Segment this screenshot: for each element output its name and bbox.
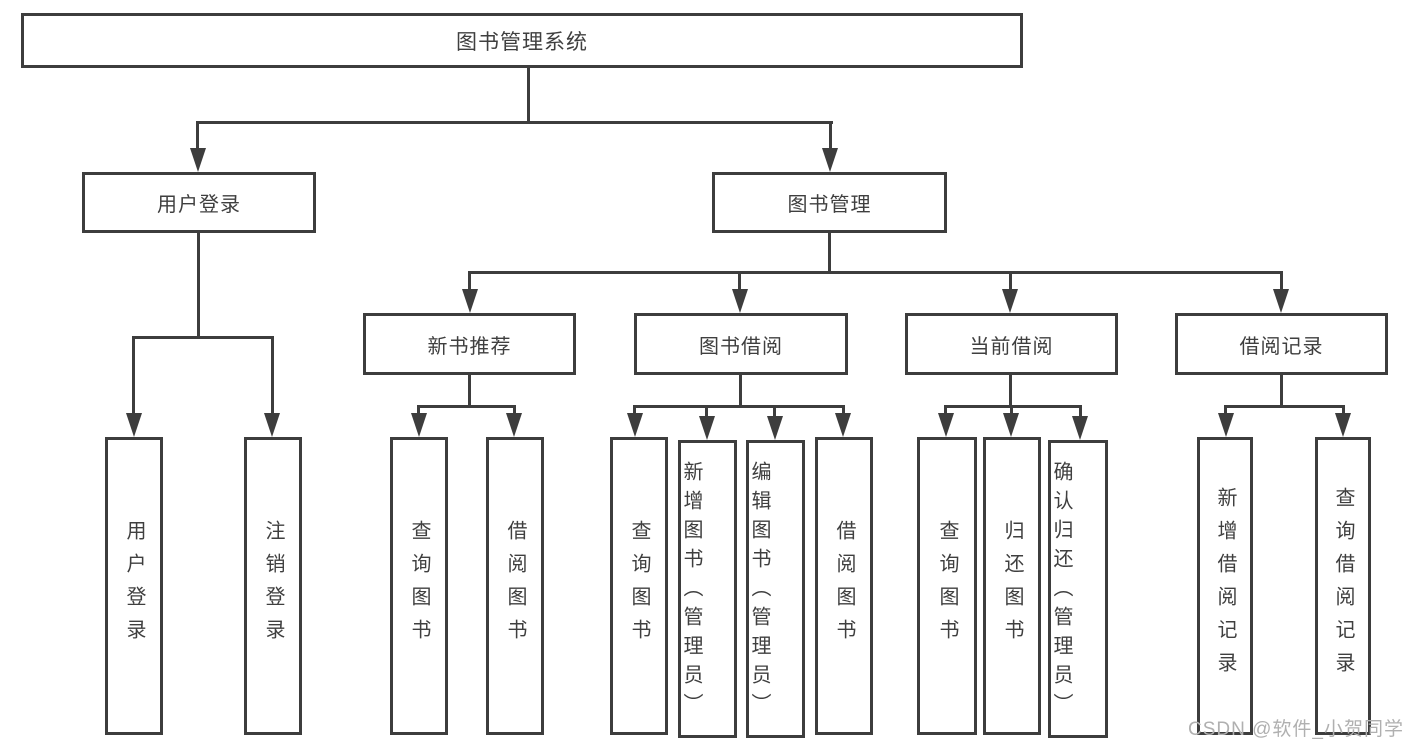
connector-line <box>739 375 742 408</box>
node-new-book-rec-label: 新书推荐 <box>427 335 512 358</box>
node-current-borrow: 当前借阅 <box>905 313 1118 375</box>
node-user-login: 用户登录 <box>82 172 316 233</box>
node-leaf-query-book-2: 查询图书 <box>610 437 668 735</box>
connector-line <box>513 405 516 417</box>
node-borrow-records: 借阅记录 <box>1175 313 1388 375</box>
arrow-down-icon <box>1002 289 1018 313</box>
node-current-borrow-label: 当前借阅 <box>969 335 1054 358</box>
connector-line <box>1342 405 1345 417</box>
connector-line <box>417 405 420 417</box>
arrow-down-icon <box>506 413 522 437</box>
node-leaf-add-borrow-record: 新增借阅记录 <box>1197 437 1253 735</box>
connector-line <box>705 405 708 417</box>
connector-line <box>1010 405 1013 417</box>
node-leaf-user-login-label: 用户登录 <box>123 520 145 652</box>
connector-line <box>468 375 471 408</box>
node-leaf-query-book-2-label: 查询图书 <box>628 520 650 652</box>
arrow-down-icon <box>1335 413 1351 437</box>
arrow-down-icon <box>938 413 954 437</box>
connector-line <box>132 336 135 416</box>
connector-line <box>773 405 776 417</box>
node-user-login-label: 用户登录 <box>157 194 241 216</box>
node-leaf-user-login: 用户登录 <box>105 437 163 735</box>
node-leaf-add-book-label: 新增图书（管理员） <box>680 461 702 722</box>
arrow-down-icon <box>822 148 838 172</box>
node-borrow-records-label: 借阅记录 <box>1239 335 1324 358</box>
node-book-mgmt-label: 图书管理 <box>787 194 872 216</box>
node-leaf-confirm-return-label: 确认归还（管理员） <box>1050 461 1072 722</box>
connector-line <box>271 336 274 416</box>
node-leaf-return-book-label: 归还图书 <box>1001 520 1023 652</box>
node-leaf-query-book-3-label: 查询图书 <box>936 520 958 652</box>
node-leaf-query-book-3: 查询图书 <box>917 437 977 735</box>
node-leaf-query-borrow-record-label: 查询借阅记录 <box>1332 487 1354 685</box>
connector-line <box>829 121 832 153</box>
connector-line <box>1280 375 1283 408</box>
connector-line <box>468 271 471 293</box>
node-book-mgmt: 图书管理 <box>712 172 947 233</box>
arrow-down-icon <box>627 413 643 437</box>
arrow-down-icon <box>411 413 427 437</box>
connector-line <box>1079 405 1082 417</box>
connector-line <box>633 405 845 408</box>
arrow-down-icon <box>1072 416 1088 440</box>
connector-line <box>842 405 845 417</box>
connector-line <box>196 121 199 153</box>
node-leaf-borrow-book-1-label: 借阅图书 <box>504 520 526 652</box>
node-leaf-borrow-book-2-label: 借阅图书 <box>833 520 855 652</box>
connector-line <box>468 271 1283 274</box>
connector-line <box>1224 405 1345 408</box>
connector-line <box>633 405 636 417</box>
node-leaf-query-book-1-label: 查询图书 <box>408 520 430 652</box>
arrow-down-icon <box>126 413 142 437</box>
node-book-borrow-label: 图书借阅 <box>699 335 783 358</box>
node-leaf-add-borrow-record-label: 新增借阅记录 <box>1214 487 1236 685</box>
connector-line <box>828 233 831 274</box>
connector-line <box>944 405 1082 408</box>
connector-line <box>1280 271 1283 293</box>
arrow-down-icon <box>1003 413 1019 437</box>
connector-line <box>1009 271 1012 293</box>
node-root-label: 图书管理系统 <box>456 30 588 54</box>
arrow-down-icon <box>264 413 280 437</box>
node-leaf-query-borrow-record: 查询借阅记录 <box>1315 437 1371 735</box>
csdn-watermark: CSDN @软件_小贺同学 <box>1188 719 1404 740</box>
connector-line <box>417 405 516 408</box>
connector-line <box>197 121 833 124</box>
arrow-down-icon <box>732 289 748 313</box>
arrow-down-icon <box>190 148 206 172</box>
node-new-book-rec: 新书推荐 <box>363 313 576 375</box>
node-leaf-borrow-book-2: 借阅图书 <box>815 437 873 735</box>
connector-line <box>197 233 200 339</box>
node-leaf-add-book: 新增图书（管理员） <box>678 440 737 738</box>
connector-line <box>1224 405 1227 417</box>
arrow-down-icon <box>1218 413 1234 437</box>
node-leaf-query-book-1: 查询图书 <box>390 437 448 735</box>
arrow-down-icon <box>835 413 851 437</box>
arrow-down-icon <box>767 416 783 440</box>
node-leaf-edit-book-label: 编辑图书（管理员） <box>748 461 770 722</box>
arrow-down-icon <box>1273 289 1289 313</box>
node-leaf-logout-label: 注销登录 <box>262 520 284 652</box>
connector-line <box>527 67 530 124</box>
node-book-borrow: 图书借阅 <box>634 313 848 375</box>
arrow-down-icon <box>699 416 715 440</box>
node-leaf-return-book: 归还图书 <box>983 437 1041 735</box>
node-leaf-edit-book: 编辑图书（管理员） <box>746 440 805 738</box>
node-leaf-confirm-return: 确认归还（管理员） <box>1048 440 1108 738</box>
connector-line <box>738 271 741 293</box>
node-leaf-borrow-book-1: 借阅图书 <box>486 437 544 735</box>
connector-line <box>944 405 947 417</box>
node-root: 图书管理系统 <box>21 13 1023 68</box>
connector-line <box>1009 375 1012 408</box>
node-leaf-logout: 注销登录 <box>244 437 302 735</box>
arrow-down-icon <box>462 289 478 313</box>
connector-line <box>132 336 274 339</box>
